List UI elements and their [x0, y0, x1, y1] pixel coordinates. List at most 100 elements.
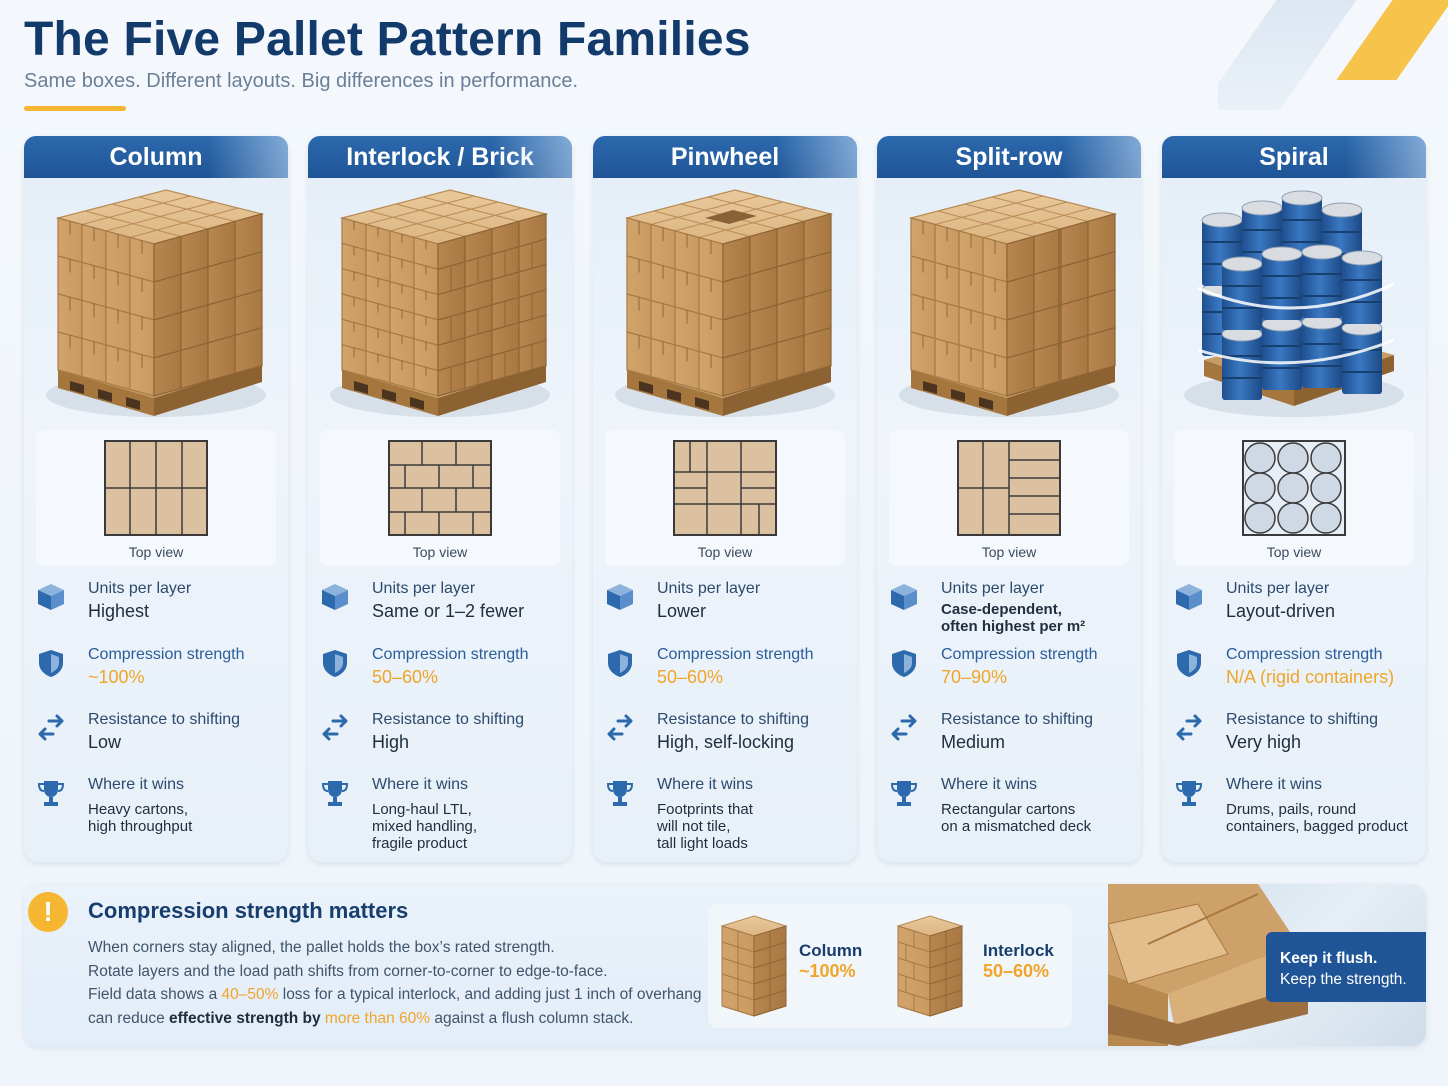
metric-compression-value: 50–60%	[372, 667, 439, 687]
top-view-label: Top view	[981, 544, 1037, 560]
top-view-panel: Top view	[36, 430, 276, 566]
metric-units-value: Highest	[88, 601, 150, 621]
loss-highlight: 40–50%	[221, 986, 279, 1003]
panel-line-2: Rotate layers and the load path shifts f…	[88, 962, 608, 980]
pattern-card-title: Split-row	[877, 136, 1141, 178]
metric-units-label: Units per layer	[1226, 580, 1330, 597]
metric-compression-value: 70–90%	[941, 667, 1008, 687]
pallet-image	[889, 180, 1129, 430]
arrows-icon	[1176, 714, 1202, 741]
metric-wins-line: fragile product	[372, 835, 468, 852]
top-view-panel: Top view	[320, 430, 560, 566]
panel-line-3: Field data shows a 40–50% loss for a typ…	[88, 986, 702, 1003]
metric-wins-label: Where it wins	[941, 776, 1038, 793]
metric-wins-line: Rectangular cartons	[941, 801, 1076, 818]
stack-top-grid	[365, 195, 523, 238]
page-title: The Five Pallet Pattern Families	[24, 13, 751, 66]
metric-shifting-label: Resistance to shifting	[372, 711, 525, 728]
metric-units-line: Case-dependent,	[941, 601, 1062, 618]
page-subtitle: Same boxes. Different layouts. Big diffe…	[24, 70, 578, 92]
trophy-icon	[1175, 781, 1203, 806]
box-icon	[38, 584, 64, 610]
metric-shifting-label: Resistance to shifting	[88, 711, 241, 728]
stack-comparison-art	[720, 915, 964, 1017]
stack-side-face	[437, 212, 547, 397]
pattern-card-title: Column	[24, 136, 288, 178]
stack-front-face	[57, 217, 155, 397]
metric-shifting-value: Low	[88, 732, 122, 752]
metric-compression-value: N/A (rigid containers)	[1226, 667, 1395, 687]
metric-shifting-label: Resistance to shifting	[941, 711, 1094, 728]
box-icon	[1176, 584, 1202, 610]
top-view-label: Top view	[1266, 544, 1322, 560]
metric-compression-label: Compression strength	[372, 646, 529, 663]
pallet-illustration	[615, 189, 835, 417]
pallet-illustration	[330, 189, 550, 417]
trophy-icon	[890, 781, 918, 806]
metric-compression-label: Compression strength	[657, 646, 814, 663]
corner-decoration	[1218, 0, 1448, 110]
compare-label-interlock: Interlock	[983, 941, 1054, 960]
top-view-diagram	[104, 440, 208, 536]
metric-wins-line: Footprints that	[657, 801, 753, 818]
metric-shifting-label: Resistance to shifting	[1226, 711, 1379, 728]
pallet-image	[1174, 180, 1414, 430]
metric-units-label: Units per layer	[88, 580, 192, 597]
stack-side-face	[153, 212, 263, 397]
panel-line-4: can reduce effective strength by more th…	[88, 1009, 634, 1027]
pallet-illustration	[899, 189, 1119, 417]
metric-units-value: Same or 1–2 fewer	[372, 601, 525, 621]
metric-wins-line: Heavy cartons,	[88, 801, 189, 818]
metric-wins-line: tall light loads	[657, 835, 748, 852]
stack-front-face	[910, 217, 1008, 397]
metric-compression-label: Compression strength	[88, 646, 245, 663]
warning-icon: !	[28, 892, 68, 932]
top-view-panel: Top view	[889, 430, 1129, 566]
arrows-icon	[891, 714, 917, 741]
metric-wins-line: on a mismatched deck	[941, 818, 1092, 835]
stack-top-grid	[81, 195, 239, 238]
stack-front-face	[626, 217, 724, 397]
shield-icon	[39, 650, 63, 677]
top-view-label: Top view	[128, 544, 184, 560]
overhang-highlight: more than 60%	[320, 1009, 431, 1027]
pattern-card-title: Pinwheel	[593, 136, 857, 178]
top-view-diagram	[1242, 440, 1346, 536]
metric-wins-label: Where it wins	[1226, 776, 1323, 793]
compare-value-interlock: 50–60%	[983, 961, 1050, 981]
metric-units-value: Lower	[657, 601, 707, 621]
metric-wins-line: Drums, pails, round	[1226, 801, 1357, 818]
metric-wins-line: containers, bagged product	[1226, 818, 1408, 835]
flush-pallet-photo: Keep it flush. Keep the strength.	[1108, 884, 1426, 1046]
box-icon	[322, 584, 348, 610]
stack-side-face	[722, 212, 832, 397]
compression-panel: ! Compression strength matters When corn…	[24, 884, 1426, 1046]
compression-panel-text: When corners stay aligned, the pallet ho…	[88, 936, 728, 1030]
panel-line-1: When corners stay aligned, the pallet ho…	[88, 939, 555, 956]
pallet-illustration	[46, 189, 266, 417]
pallet-image	[36, 180, 276, 430]
stack-comparison: Column ~100% Interlock 50–60%	[708, 904, 1072, 1028]
stack-side-face	[1006, 212, 1116, 397]
top-view-panel: Top view	[605, 430, 845, 566]
metric-units-label: Units per layer	[941, 580, 1045, 597]
pallet-image	[320, 180, 560, 430]
pattern-card-title: Spiral	[1162, 136, 1426, 178]
metric-compression-label: Compression strength	[1226, 646, 1383, 663]
title-underline	[24, 106, 126, 111]
metric-units-label: Units per layer	[372, 580, 476, 597]
top-view-label: Top view	[697, 544, 753, 560]
trophy-icon	[321, 781, 349, 806]
top-view-diagram	[673, 440, 777, 536]
metric-wins-line: Long-haul LTL,	[372, 801, 472, 818]
metric-wins-line: will not tile,	[657, 818, 731, 835]
stack-top-grid	[934, 195, 1092, 238]
pallet-illustration	[1184, 190, 1404, 417]
arrows-icon	[607, 714, 633, 741]
metric-wins-label: Where it wins	[372, 776, 469, 793]
